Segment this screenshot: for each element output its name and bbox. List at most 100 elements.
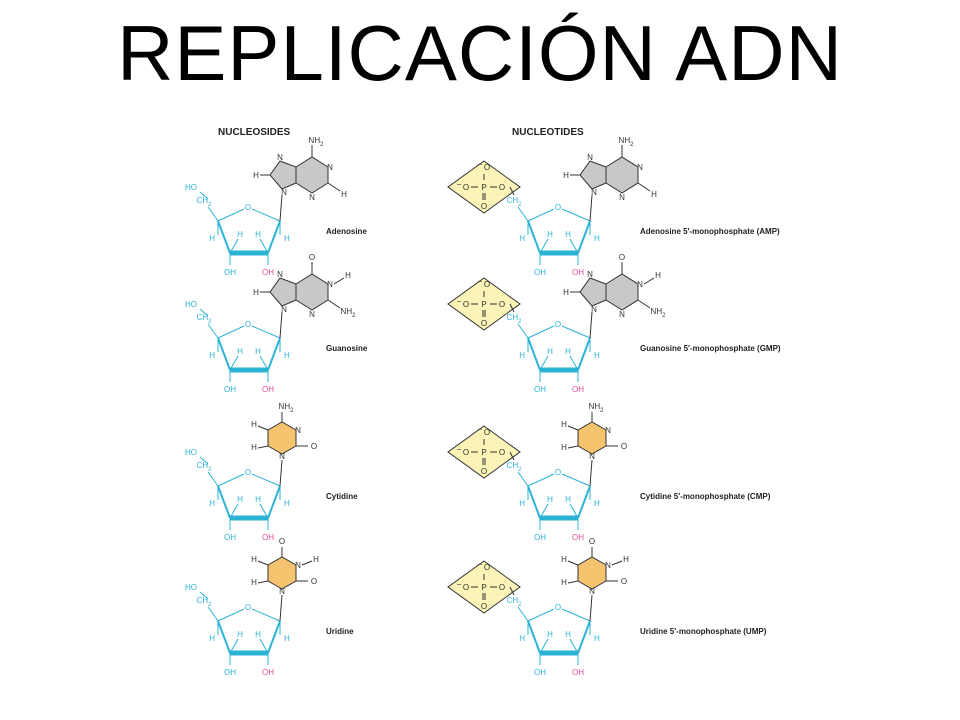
h-label: H	[563, 288, 569, 297]
bond	[567, 445, 579, 449]
bond	[301, 560, 313, 566]
sugar-bond	[229, 355, 239, 371]
bond	[257, 445, 269, 449]
sugar-bond	[207, 471, 219, 487]
h-label: H	[209, 234, 215, 243]
h-label: H	[237, 347, 243, 356]
phosphorus-label: P	[481, 583, 486, 592]
phosphate-o-bottom: O	[481, 467, 487, 476]
oh-2prime-label: OH	[262, 268, 274, 277]
h-label: H	[594, 351, 600, 360]
h-label: H	[547, 230, 553, 239]
oh-3prime-label: OH	[224, 268, 236, 277]
sugar-bond	[217, 208, 245, 222]
oh-3prime-label: OH	[534, 668, 546, 677]
glycosidic-bond	[589, 311, 593, 339]
sugar-bond	[561, 325, 591, 339]
h-label: H	[251, 578, 257, 587]
n7-label: N	[587, 153, 593, 162]
h-label: H	[255, 630, 261, 639]
phosphate-o-left: O	[463, 448, 469, 457]
bond	[257, 425, 269, 431]
oh-2prime-label: OH	[572, 668, 584, 677]
atom-label: O	[309, 253, 315, 262]
sugar-bond	[199, 191, 209, 200]
ho-label: HO	[185, 300, 197, 309]
nucleotide-name: Uridine 5′-monophosphate (UMP)	[640, 627, 767, 636]
nucleoside-name: Guanosine	[326, 344, 368, 353]
h-label: H	[255, 495, 261, 504]
charge-label: −	[478, 560, 483, 569]
bond	[567, 425, 579, 431]
charge-label: −	[457, 297, 462, 306]
pyrimidine-ring	[605, 156, 639, 194]
n3-label: N	[309, 310, 315, 319]
nucleotide-name: Adenosine 5′-monophosphate (AMP)	[640, 227, 780, 236]
ester-bond	[509, 186, 515, 196]
n9-label: N	[281, 305, 287, 314]
nucleosides-header: NUCLEOSIDES	[218, 127, 291, 138]
phosphorus-label: P	[481, 448, 486, 457]
sugar-bond	[527, 325, 555, 339]
n7-label: N	[277, 270, 283, 279]
h-label: H	[519, 351, 525, 360]
atom-label: O	[279, 537, 285, 546]
atom-label: CH2	[197, 313, 213, 325]
glycosidic-bond	[279, 194, 283, 222]
atom-label: CH2	[507, 596, 523, 608]
imidazole-ring	[269, 277, 297, 307]
c2-o-label: O	[621, 577, 627, 586]
h-label: H	[237, 230, 243, 239]
h-label: H	[565, 230, 571, 239]
phosphate-group	[447, 160, 521, 214]
phosphate-o-bottom: O	[481, 202, 487, 211]
bond	[637, 299, 651, 309]
oh-3prime-label: OH	[534, 533, 546, 542]
h-label: H	[565, 495, 571, 504]
ester-bond	[509, 586, 515, 596]
glycosidic-bond	[279, 594, 283, 622]
sugar-bond	[569, 503, 579, 519]
phosphate-o-top: O	[484, 428, 490, 437]
atom-label: NH2	[341, 307, 357, 319]
c2-o-label: O	[311, 442, 317, 451]
sugar-bond	[517, 206, 529, 222]
h-label: H	[209, 499, 215, 508]
sugar-bond	[217, 473, 245, 487]
ho-label: HO	[185, 583, 197, 592]
h-label: H	[561, 420, 567, 429]
sugar-bond	[539, 638, 549, 654]
sugar-bond	[527, 473, 555, 487]
h-label: H	[251, 443, 257, 452]
n1-h-label: H	[345, 271, 351, 280]
atom-label: CH2	[507, 313, 523, 325]
sugar-bond	[229, 238, 239, 254]
h-label: H	[561, 555, 567, 564]
n1-label: N	[589, 452, 595, 461]
sugar-bond	[259, 355, 269, 371]
phosphate-o-top: O	[484, 280, 490, 289]
charge-label: −	[457, 180, 462, 189]
sugar-bond	[569, 238, 579, 254]
pyrimidine-ring	[577, 421, 607, 455]
sugar-bond	[259, 238, 269, 254]
c2-o-label: O	[311, 577, 317, 586]
ring-oxygen: O	[555, 468, 561, 477]
h-label: H	[284, 234, 290, 243]
bond	[257, 560, 269, 566]
atom-label: NH2	[651, 307, 667, 319]
phosphate-o-left: O	[463, 183, 469, 192]
nucleoside-name: Adenosine	[326, 227, 367, 236]
h-label: H	[253, 288, 259, 297]
h-label: H	[565, 347, 571, 356]
imidazole-ring	[579, 160, 607, 190]
phosphorus-label: P	[481, 300, 486, 309]
atom-label: NH2	[619, 136, 635, 148]
sugar-bond	[577, 620, 591, 654]
ring-oxygen: O	[555, 603, 561, 612]
sugar-bond	[259, 638, 269, 654]
ring-oxygen: O	[245, 203, 251, 212]
